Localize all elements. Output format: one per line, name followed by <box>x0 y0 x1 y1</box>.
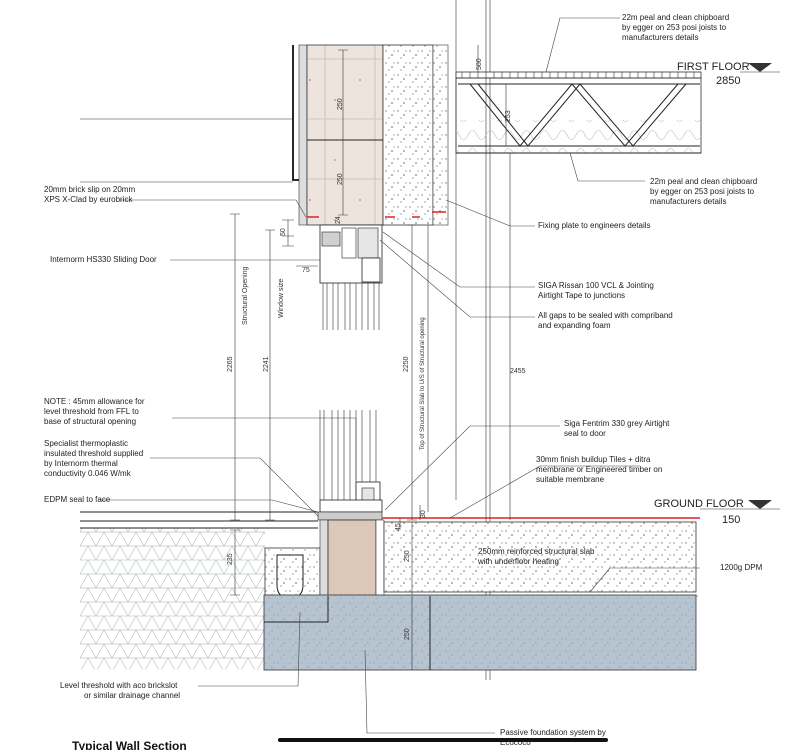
note-fixing-plate: Fixing plate to engineers details <box>538 221 651 230</box>
dim-253: 253 <box>505 110 512 122</box>
dim-structural-opening-label: Structural Opening <box>242 267 249 325</box>
bottom-scrollbar[interactable] <box>278 738 608 742</box>
note-siga-fentrim: Siga Fentrim 330 grey Airtight seal to d… <box>564 419 672 438</box>
dim-45: 45 <box>395 523 402 531</box>
level-marker-icon <box>748 63 772 72</box>
first-floor-structure <box>455 71 702 154</box>
upper-wall <box>292 44 449 226</box>
drawing-title: Typical Wall Section <box>72 739 187 750</box>
note-sliding-door: Internorm HS330 Sliding Door <box>50 255 157 264</box>
dim-2455: 2455 <box>510 368 526 375</box>
dim-235: 235 <box>227 553 234 565</box>
note-threshold-allowance: NOTE : 45mm allowance for level threshol… <box>44 397 147 426</box>
note-chipboard-top: 22m peal and clean chipboard by egger on… <box>622 13 731 42</box>
note-edpm-seal: EDPM seal to face <box>44 495 111 504</box>
dim-2250: 2250 <box>403 356 410 372</box>
note-brick-slip: 20mm brick slip on 20mm XPS X-Clad by eu… <box>44 185 137 204</box>
note-passive-foundation: Passive foundation system by Ecococo <box>500 728 608 747</box>
dim-500: 500 <box>476 58 483 70</box>
dim-2265: 2265 <box>227 356 234 372</box>
dim-75: 75 <box>302 267 310 274</box>
ground-floor-structure <box>80 511 700 671</box>
first-floor-level-name: FIRST FLOOR <box>677 61 750 73</box>
sliding-door-frame-threshold <box>317 410 383 521</box>
dim-250-upper: 250 <box>337 98 344 110</box>
dim-30: 30 <box>420 510 427 518</box>
exterior-reference-lines <box>80 118 293 183</box>
note-chipboard-bottom: 22m peal and clean chipboard by egger on… <box>650 177 759 206</box>
note-structural-slab: 250mm reinforced structural slab with un… <box>477 547 597 566</box>
note-siga-rissan: SIGA Rissan 100 VCL & Jointing Airtight … <box>538 281 656 300</box>
dimension-lines <box>230 45 511 670</box>
ground-floor-level-value: 150 <box>722 514 740 526</box>
dim-window-size-label: Window size <box>278 279 285 318</box>
note-dpm: 1200g DPM <box>720 563 763 572</box>
level-marker-icon <box>748 500 772 509</box>
airtight-tape <box>307 211 446 218</box>
annotation-leaders <box>100 17 700 734</box>
note-gaps-sealed: All gaps to be sealed with compriband an… <box>538 311 675 330</box>
note-finish-buildup: 30mm finish buildup Tiles + ditra membra… <box>536 455 665 484</box>
dim-top-structural-slab-label: Top of Structural Slab to U/S of Structu… <box>420 317 426 450</box>
ground-floor-level-name: GROUND FLOOR <box>654 498 744 510</box>
note-thermoplastic-threshold: Specialist thermoplastic insulated thres… <box>44 439 145 478</box>
dim-50: 50 <box>280 228 287 236</box>
dim-250-lower: 250 <box>337 173 344 185</box>
dim-24: 24 <box>335 216 342 224</box>
dim-2241: 2241 <box>263 356 270 372</box>
first-floor-level-value: 2850 <box>716 75 740 87</box>
sliding-door-frame-head <box>319 224 383 330</box>
dim-250-foundation: 250 <box>404 628 411 640</box>
dim-250-slab: 250 <box>404 550 411 562</box>
note-drainage-channel: Level threshold with aco brickslot or si… <box>60 681 180 700</box>
